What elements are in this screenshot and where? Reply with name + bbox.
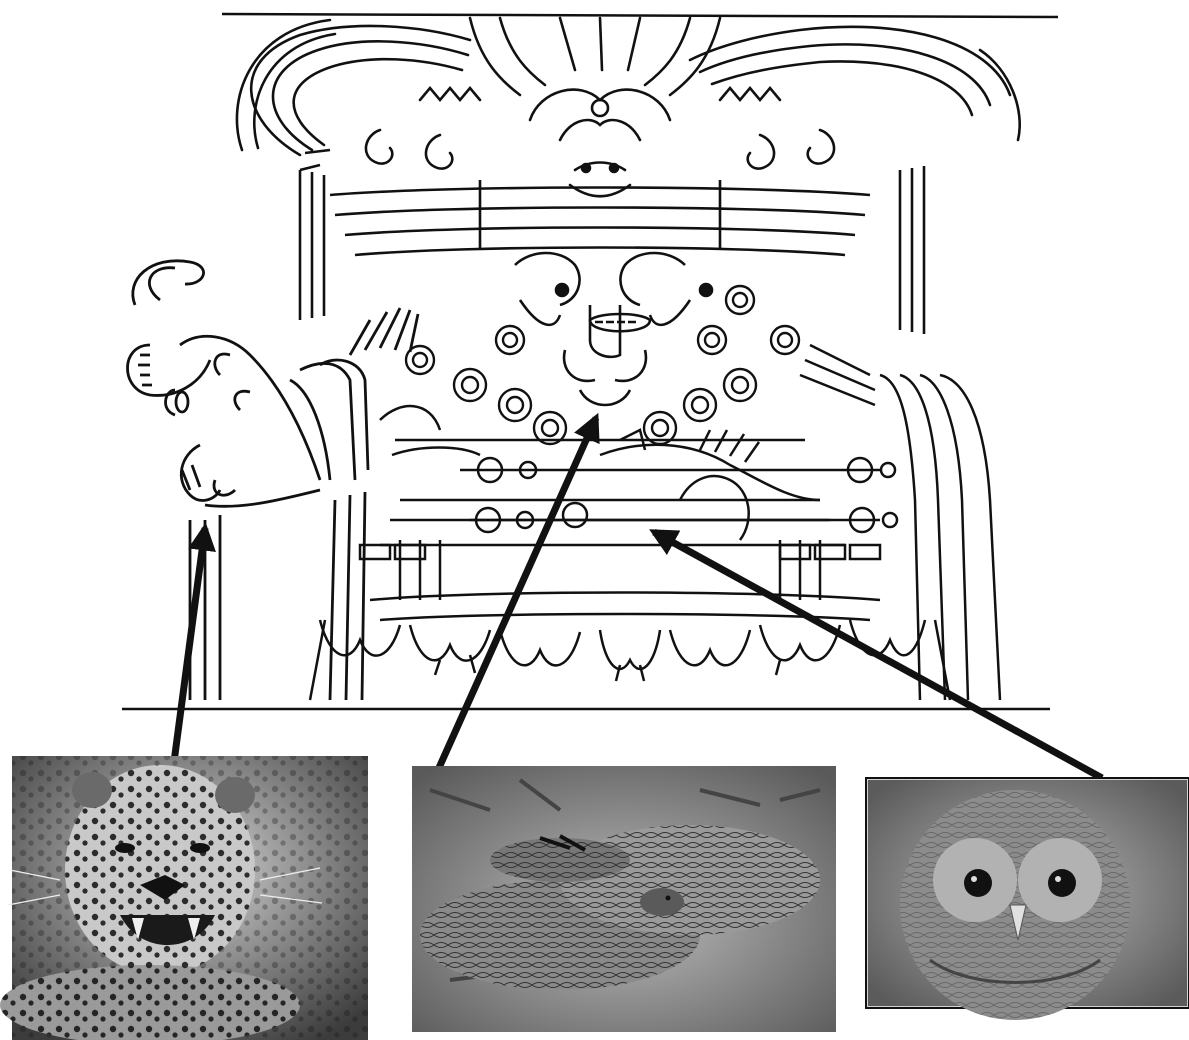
top-border-line	[222, 14, 1058, 17]
mask-face	[515, 253, 712, 405]
rattlesnake-photo	[412, 766, 836, 1032]
headband	[300, 150, 924, 334]
headdress	[237, 18, 1020, 196]
arrow-owl	[654, 532, 1102, 778]
necklace-circles	[406, 286, 799, 444]
jaguar-photo	[0, 756, 368, 1040]
lower-fringe	[310, 620, 950, 700]
torso-ornaments	[360, 345, 1000, 700]
jaguar-claw-hand	[128, 261, 419, 700]
owl-photo	[866, 778, 1189, 1020]
